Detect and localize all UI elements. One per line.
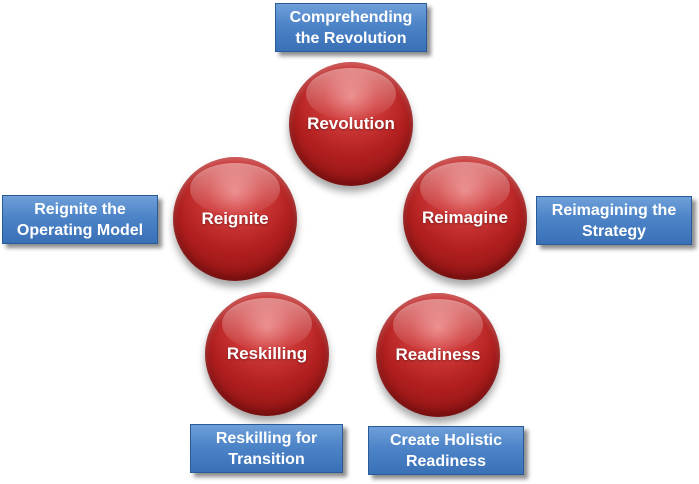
circle-reignite: Reignite <box>173 157 297 281</box>
box-readiness-line2: Readiness <box>405 452 487 470</box>
box-reimagine-line1: Reimagining the <box>551 201 677 219</box>
circle-revolution-label: Revolution <box>307 114 395 133</box>
circle-reskilling-label: Reskilling <box>226 344 308 363</box>
circle-readiness: Readiness <box>376 293 500 417</box>
box-reskilling-line1: Reskilling for <box>215 429 318 447</box>
box-revolution-line2: the Revolution <box>295 29 407 47</box>
box-reskilling-line2: Transition <box>228 450 305 468</box>
box-reimagine-line2: Strategy <box>581 222 647 240</box>
circle-reignite-label: Reignite <box>201 209 269 228</box>
box-reignite-line2: Operating Model <box>16 221 144 239</box>
box-reignite-line1: Reignite the <box>34 200 126 218</box>
box-reignite-the-operating-model: Reignite the Operating Model <box>2 195 158 244</box>
box-revolution-line1: Comprehending <box>289 8 413 26</box>
box-reskilling-for-transition: Reskilling for Transition <box>190 424 343 473</box>
circle-revolution: Revolution <box>289 62 413 186</box>
circle-reskilling: Reskilling <box>205 292 329 416</box>
box-comprehending-the-revolution: Comprehending the Revolution <box>275 3 427 52</box>
box-create-holistic-readiness: Create Holistic Readiness <box>368 426 524 475</box>
circle-readiness-label: Readiness <box>395 345 481 364</box>
circle-reimagine: Reimagine <box>403 156 527 280</box>
box-reimagining-the-strategy: Reimagining the Strategy <box>536 196 692 245</box>
circle-reimagine-label: Reimagine <box>422 208 508 227</box>
box-readiness-line1: Create Holistic <box>389 431 503 449</box>
